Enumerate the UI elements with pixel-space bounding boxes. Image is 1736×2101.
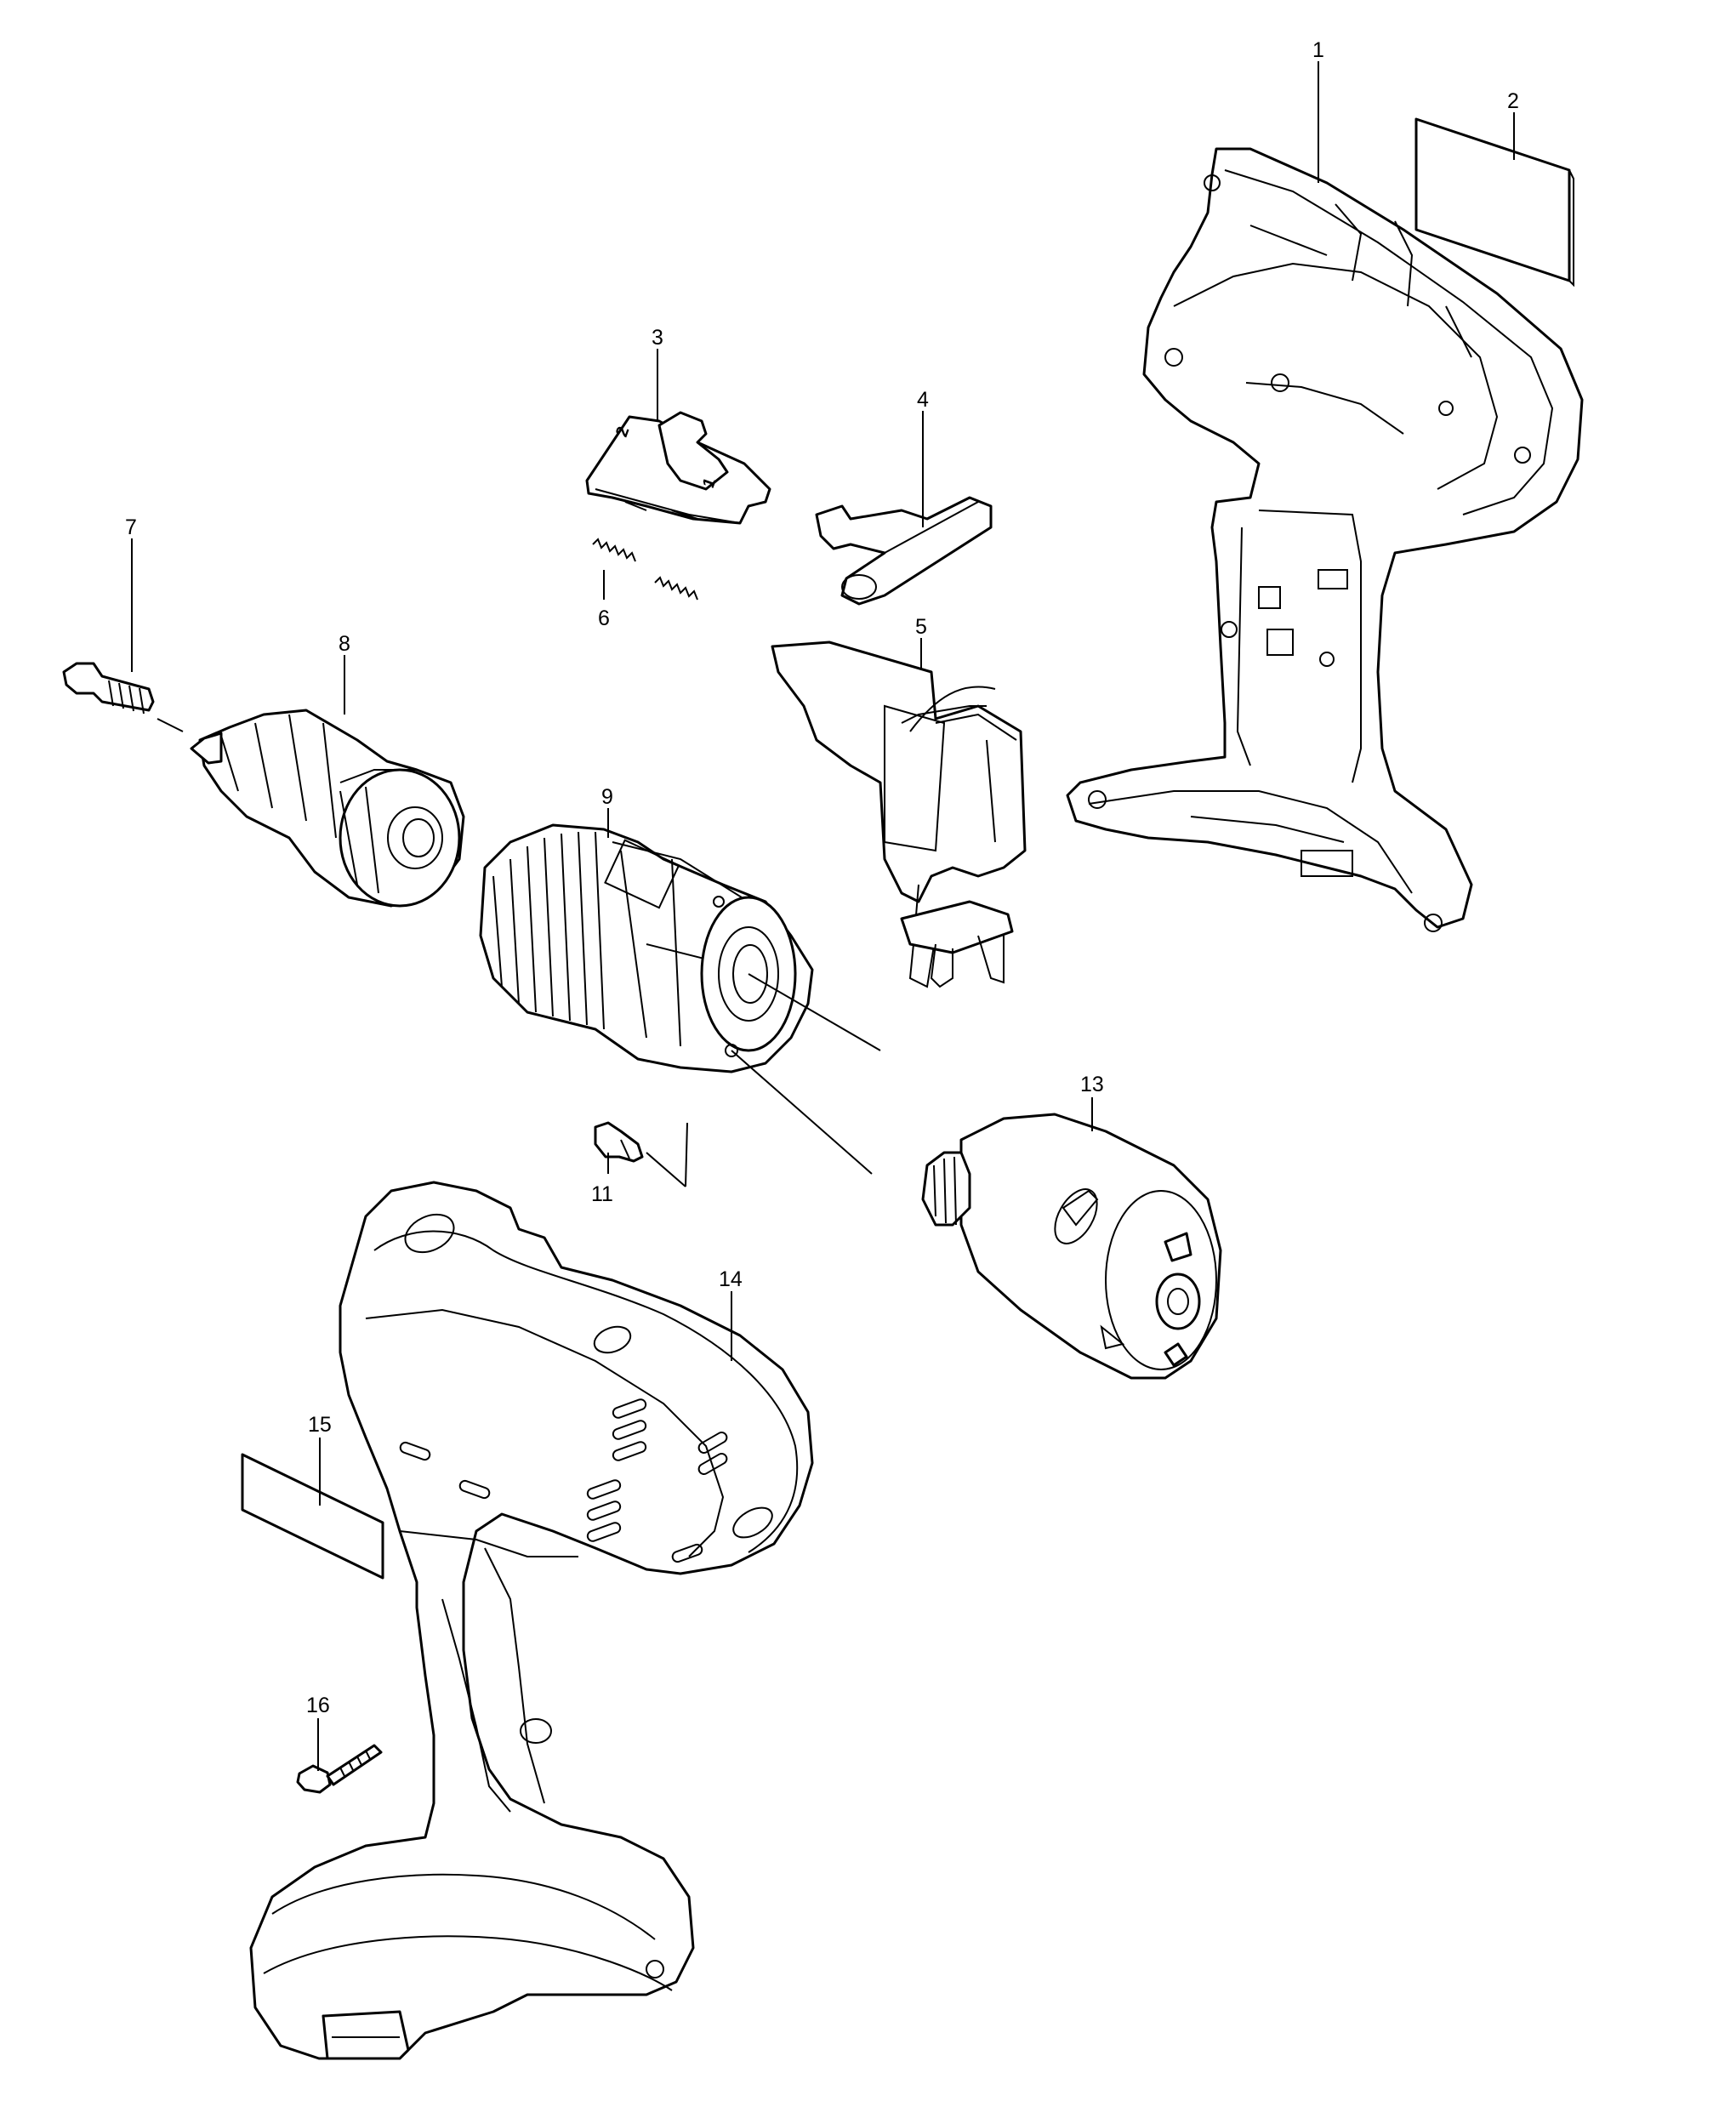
callout-2: 2 [1507, 89, 1519, 113]
label-blank-2 [1414, 117, 1574, 288]
callout-13: 13 [1080, 1073, 1104, 1096]
callout-9: 9 [601, 785, 613, 809]
keyless-chuck [190, 709, 465, 908]
callout-11: 11 [591, 1182, 613, 1206]
gear-assembly [479, 823, 814, 1073]
callout-7: 7 [125, 515, 137, 539]
callout-4: 4 [917, 388, 929, 412]
callout-8: 8 [339, 632, 350, 656]
switch-unit [771, 641, 1027, 988]
housing-half-right [1066, 147, 1584, 932]
dc-motor [921, 1113, 1222, 1380]
callout-15: 15 [308, 1413, 332, 1437]
tapping-screw-16 [296, 1744, 383, 1794]
callout-labels: 1 2 3 4 5 6 7 8 9 11 13 14 15 16 [125, 38, 1519, 1717]
callout-14: 14 [719, 1267, 743, 1291]
tapping-screw-11 [594, 1121, 644, 1163]
callout-16: 16 [306, 1694, 330, 1717]
compression-spring [592, 538, 698, 601]
label-blank-15 [241, 1453, 384, 1580]
chuck-screw [62, 662, 155, 715]
callout-3: 3 [652, 326, 663, 350]
callout-1: 1 [1312, 38, 1324, 62]
callout-5: 5 [915, 615, 927, 639]
leader-lines [131, 61, 1515, 1771]
speed-change-lever: 2 1 [585, 411, 771, 525]
reversing-lever [815, 496, 993, 606]
housing-half-left [249, 1181, 814, 2060]
callout-6: 6 [598, 606, 610, 630]
